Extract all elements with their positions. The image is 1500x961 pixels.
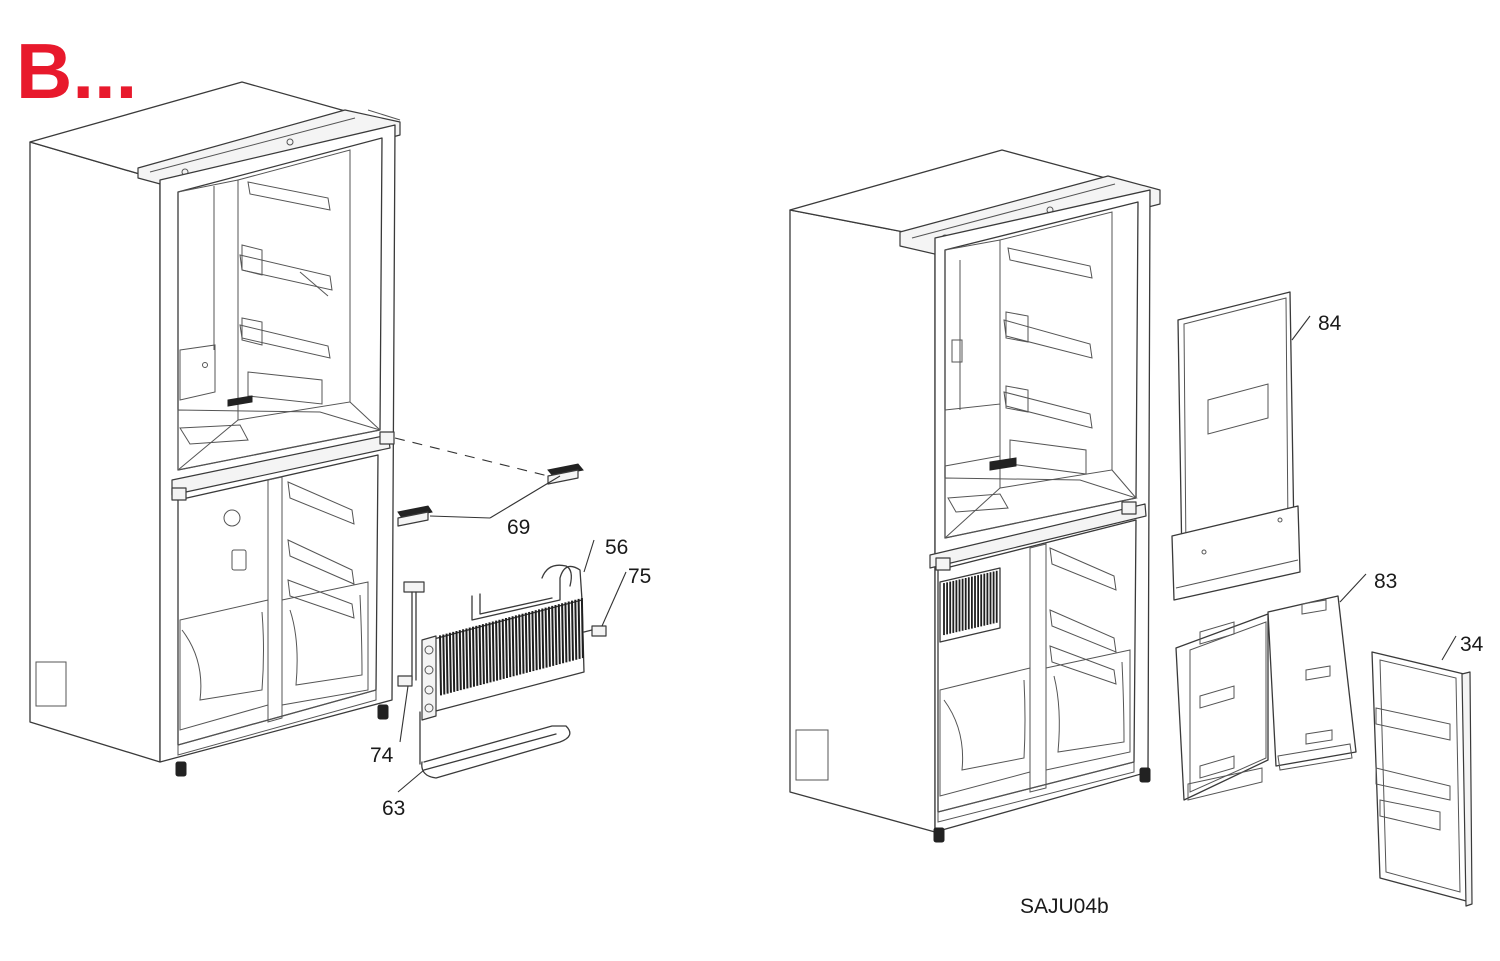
part-74-rod	[397, 581, 425, 687]
callout-75: 75	[628, 565, 651, 588]
part-83-freezer-panel	[1175, 573, 1367, 801]
callout-56: 56	[605, 536, 628, 559]
diagram-caption: SAJU04b	[1020, 895, 1109, 918]
part-56-evaporator	[397, 539, 627, 793]
callout-83: 83	[1374, 570, 1397, 593]
part-75-sensor	[591, 625, 607, 637]
callout-34: 34	[1460, 633, 1484, 656]
callout-63: 63	[382, 797, 405, 820]
evaporator-fins	[439, 598, 584, 696]
fridge-cabinet-left	[29, 81, 401, 777]
part-84-back-panel	[1171, 291, 1311, 601]
diagram-heading: B...	[16, 27, 137, 115]
callout-74: 74	[370, 744, 394, 767]
callout-84: 84	[1318, 312, 1342, 335]
fridge-cabinet-right	[789, 149, 1161, 843]
installed-evaporator-fins	[943, 570, 998, 636]
part-63-heater	[419, 711, 571, 779]
part-34-drawer-panel	[1371, 635, 1473, 907]
callout-69: 69	[507, 516, 530, 539]
part-69-dampers	[394, 437, 584, 527]
